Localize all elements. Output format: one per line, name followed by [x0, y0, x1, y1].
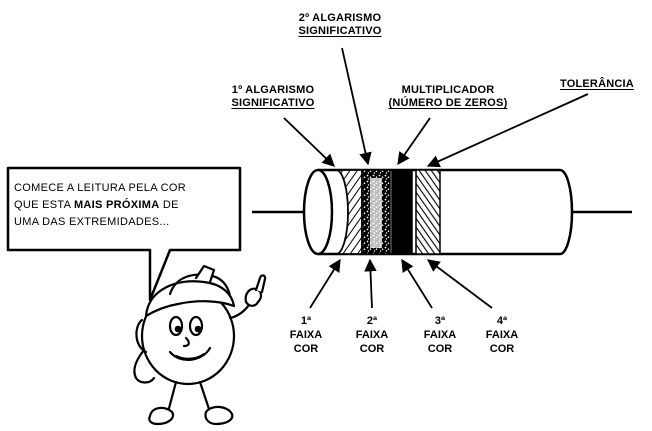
band-label-4-ordinal: 4ª [496, 315, 508, 327]
label-1st-digit-line1: 1º ALGARISMO [231, 84, 315, 96]
band-1 [335, 169, 363, 255]
label-multiplier-line1: MULTIPLICADOR [401, 84, 495, 96]
band-label-1-cor: COR [293, 343, 319, 355]
speech-line-2-emphasis: MAIS PRÓXIMA [73, 199, 160, 211]
arrow-band-1 [309, 258, 341, 309]
band-label-3-cor: COR [427, 343, 453, 355]
label-2nd-digit-line2: SIGNIFICATIVO [298, 25, 382, 37]
arrow-alg1 [283, 117, 335, 167]
label-multiplier: MULTIPLICADOR (NÚMERO DE ZEROS) [368, 84, 528, 110]
speech-line-2-post: DE [159, 199, 179, 211]
band-label-3-ordinal: 3ª [434, 315, 446, 327]
speech-bubble-text: COMECE A LEITURA PELA COR QUE ESTA MAIS … [14, 180, 234, 231]
band-label-4: 4ª FAIXA COR [480, 314, 524, 356]
arrow-band-4 [426, 259, 493, 309]
band-label-2-cor: COR [359, 343, 385, 355]
arrow-band-2 [364, 258, 377, 309]
label-2nd-digit: 2º ALGARISMO SIGNIFICATIVO [270, 12, 410, 38]
resistor-end-cap [302, 168, 334, 256]
speech-bubble [6, 166, 242, 302]
band-label-3: 3ª FAIXA COR [418, 314, 462, 356]
arrow-tolerance [426, 93, 589, 168]
label-1st-digit: 1º ALGARISMO SIGNIFICATIVO [208, 84, 338, 110]
band-label-2-ordinal: 2ª [366, 315, 378, 327]
label-tolerance: TOLERÂNCIA [560, 78, 634, 90]
cartoon-character [133, 264, 267, 426]
band-label-1: 1ª FAIXA COR [284, 314, 328, 356]
band-label-4-faixa: FAIXA [485, 329, 519, 341]
label-2nd-digit-line1: 2º ALGARISMO [298, 12, 382, 24]
label-multiplier-line2: (NÚMERO DE ZEROS) [388, 97, 508, 109]
speech-line-3: UMA DAS EXTREMIDADES... [14, 216, 170, 228]
band-label-2: 2ª FAIXA COR [350, 314, 394, 356]
band-label-1-ordinal: 1ª [300, 315, 312, 327]
band-3 [391, 169, 413, 255]
band-label-2-faixa: FAIXA [355, 329, 389, 341]
arrow-alg2 [341, 47, 372, 166]
band-label-4-cor: COR [489, 343, 515, 355]
arrow-band-3 [401, 258, 433, 309]
speech-line-2-pre: QUE ESTA [14, 199, 74, 211]
band-label-1-faixa: FAIXA [289, 329, 323, 341]
band-2-highlight [370, 178, 382, 248]
band-4 [415, 169, 441, 255]
label-1st-digit-line2: SIGNIFICATIVO [231, 97, 315, 109]
band-label-3-faixa: FAIXA [423, 329, 457, 341]
speech-line-1: COMECE A LEITURA PELA COR [14, 182, 186, 194]
arrow-mult [397, 117, 431, 166]
speech-line-2: QUE ESTA MAIS PRÓXIMA DE [14, 197, 234, 214]
